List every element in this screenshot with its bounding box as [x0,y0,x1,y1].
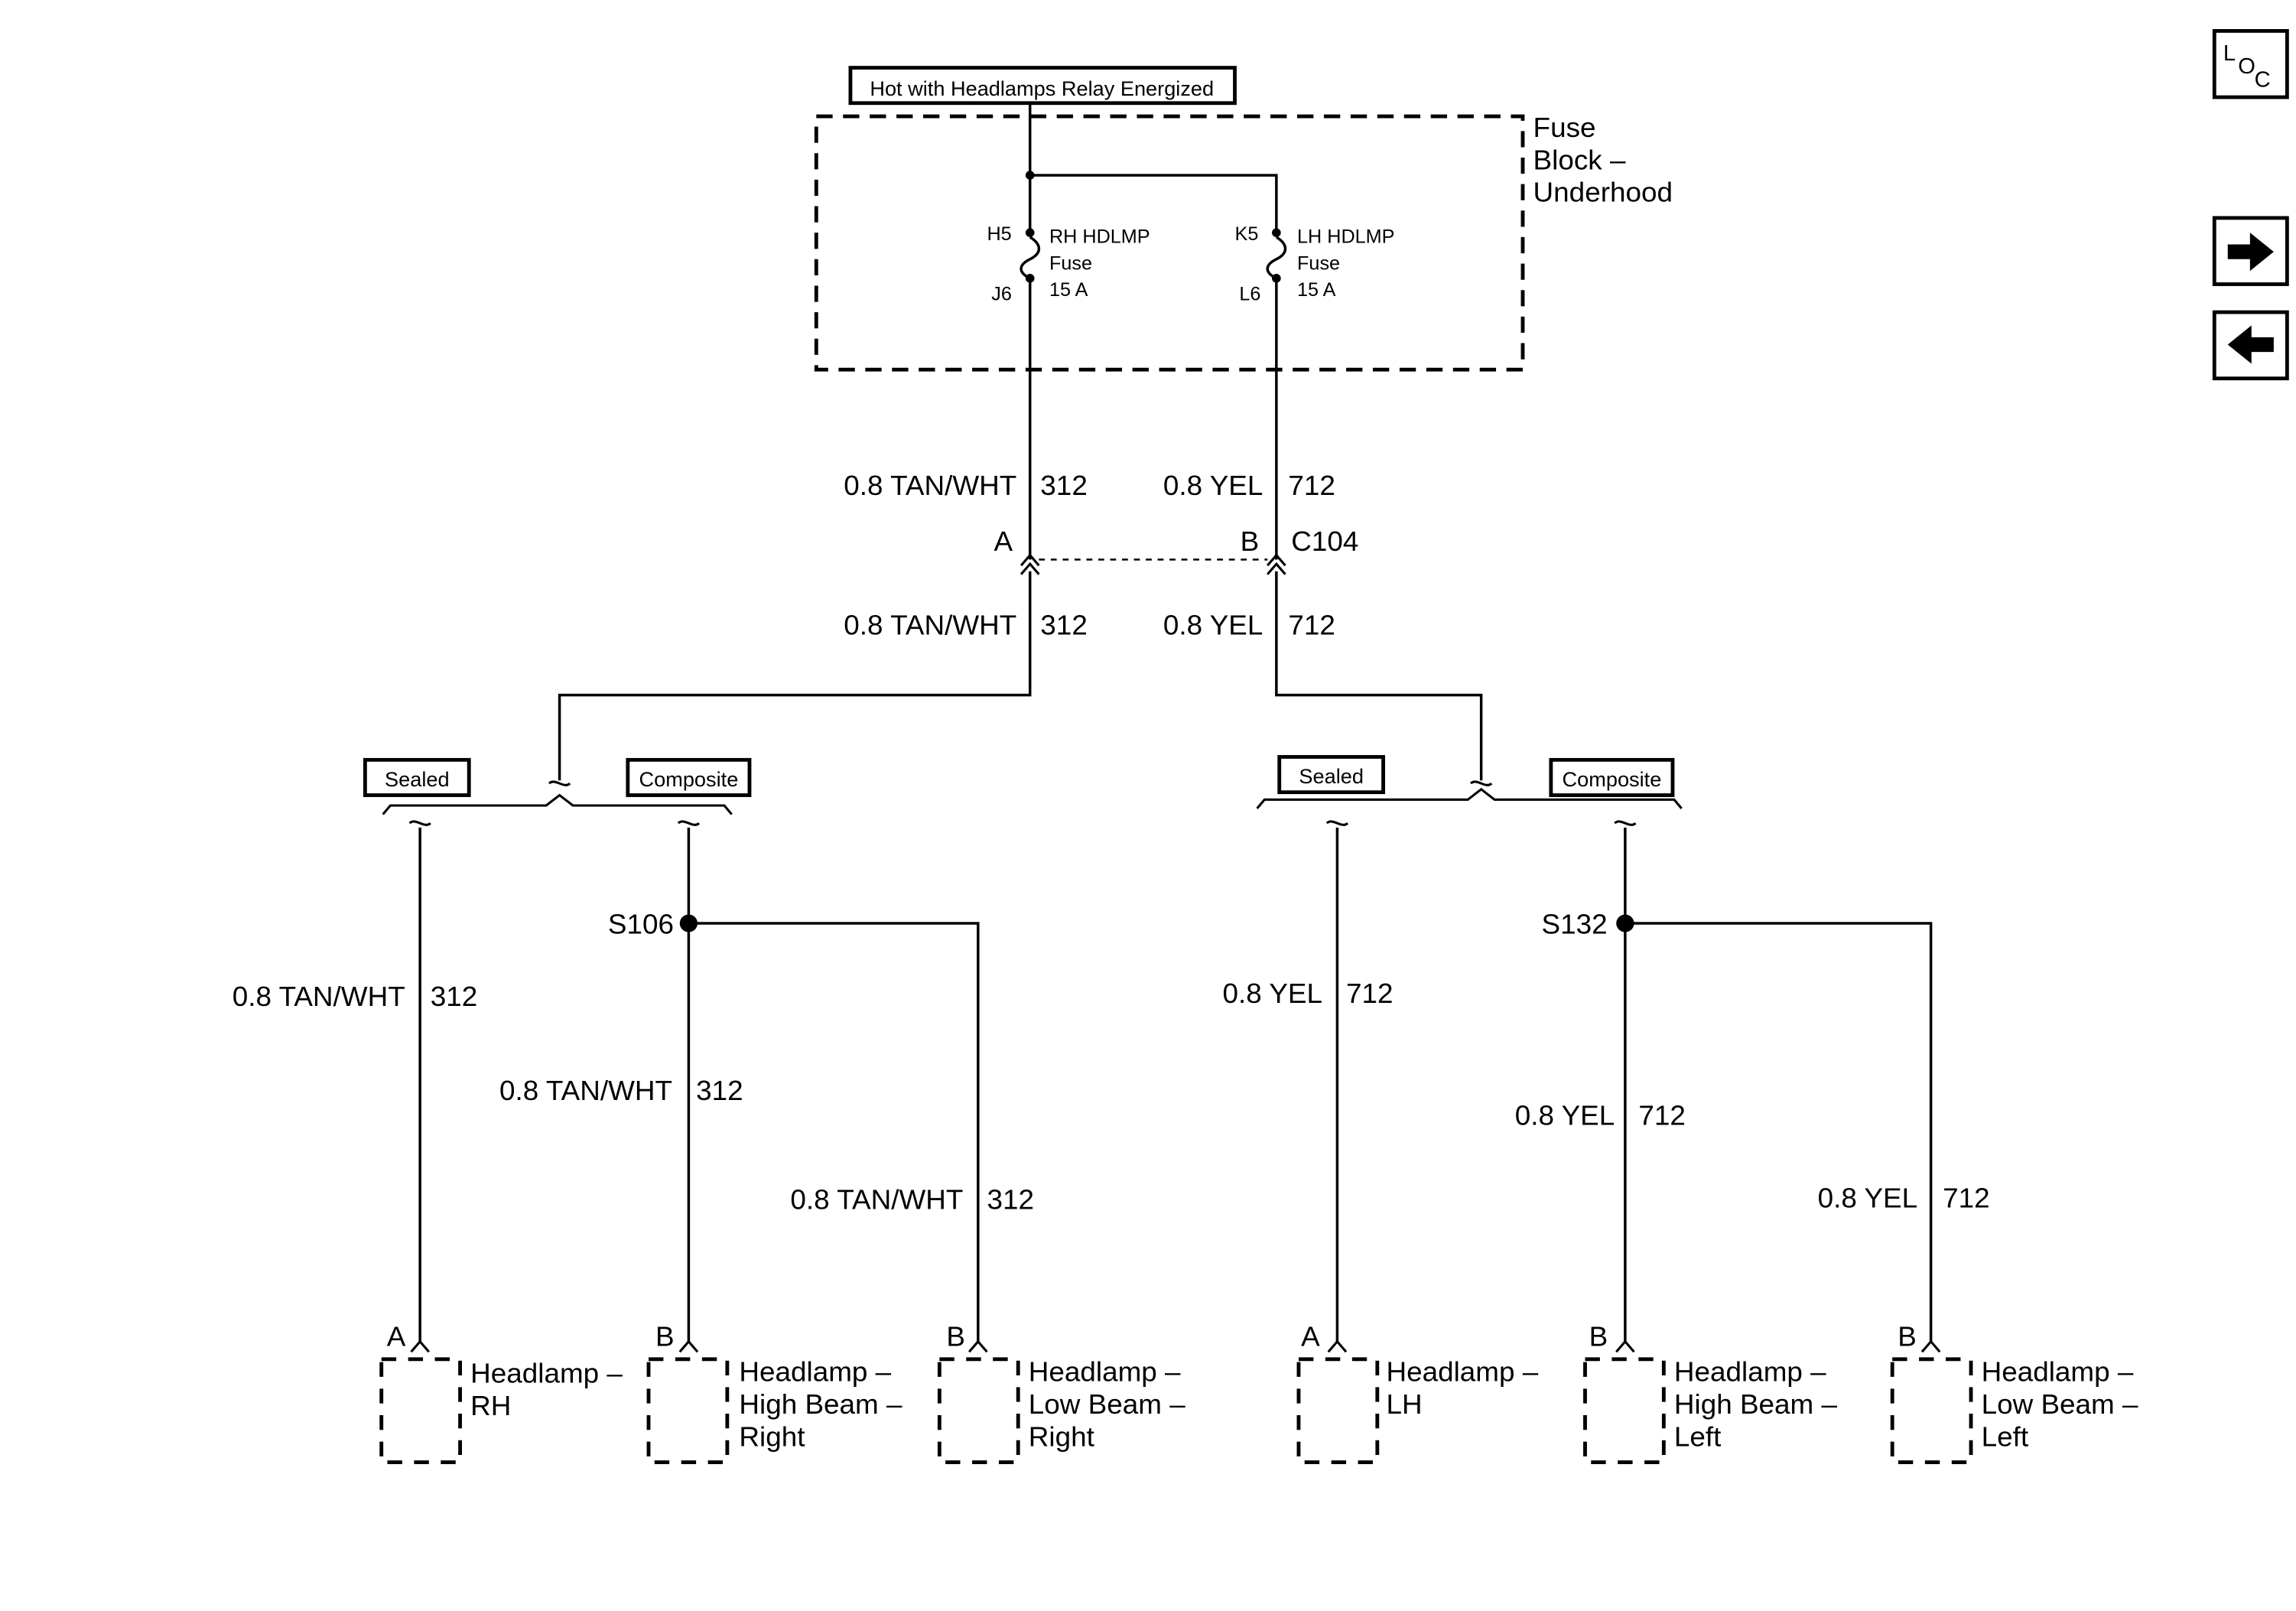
headlamp-lbr-line2: Low Beam – [1029,1388,1186,1420]
option-sealed-lh: Sealed [1299,765,1364,788]
headlamp-lbl-line2: Low Beam – [1982,1388,2139,1420]
fuse-rating-lh: 15 A [1297,279,1336,301]
branch4-color: 0.8 YEL [1222,978,1322,1009]
headlamp-hbr-pin: B [655,1321,675,1352]
fuse-block-outline [814,114,1525,372]
branch3-circuit: 312 [987,1184,1034,1216]
headlamp-hbr-line2: High Beam – [739,1388,902,1420]
wire-labels-lower: 0.8 TAN/WHT 312 0.8 YEL 712 [844,610,1335,641]
headlamp-hbl-line2: High Beam – [1674,1388,1838,1420]
headlamp-rh: A Headlamp – RH [379,1321,623,1464]
headlamp-lh-line1: Headlamp – [1386,1356,1538,1388]
splice-s132-label: S132 [1541,909,1607,940]
fuse-name-lh: LH HDLMP [1297,226,1394,248]
headlamp-lbr-line1: Headlamp – [1029,1356,1181,1388]
splice-s132: S132 [1541,909,1634,940]
fuse-name-rh: RH HDLMP [1049,226,1150,248]
branch1-color: 0.8 TAN/WHT [233,981,405,1012]
fuse-pin-k5: K5 [1235,223,1259,245]
c104-pin-a: A [994,526,1013,557]
fuse-type-lh: Fuse [1297,252,1340,274]
fuse-feed-wires [1025,103,1278,233]
wire-312-upper-circuit: 312 [1040,470,1088,501]
fuse-rating-rh: 15 A [1049,279,1088,301]
option-bracket-lh: Sealed Composite [1256,755,1683,826]
wires-below-c104 [558,571,1483,781]
hot-label: Hot with Headlamps Relay Energized [848,66,1237,106]
wire-712-lower-circuit: 712 [1288,610,1335,641]
headlamp-low-beam-left: B Headlamp – Low Beam – Left [1890,1321,2139,1464]
fuse-pin-h5: H5 [987,223,1011,245]
loc-letter-l: L [2223,41,2236,66]
headlamp-high-beam-left: B Headlamp – High Beam – Left [1583,1321,1838,1464]
fuse-block-label: Fuse Block – Underhood [1533,112,1673,208]
branch1-circuit: 312 [431,981,478,1012]
headlamp-lh-pin: A [1301,1321,1320,1352]
arrow-right-icon [2227,233,2274,272]
splice-s106: S106 [608,909,698,940]
splice-s106-label: S106 [608,909,674,940]
option-composite-rh: Composite [639,768,739,791]
fuse-pin-l6: L6 [1239,284,1260,305]
branch4-circuit: 712 [1346,978,1394,1009]
headlamp-lh: A Headlamp – LH [1296,1321,1539,1464]
loc-button[interactable]: L O C [2212,29,2289,99]
branch6-color: 0.8 YEL [1818,1183,1918,1214]
connector-c104: A B C104 [994,526,1358,575]
branch6-circuit: 712 [1943,1183,1990,1214]
next-page-button[interactable] [2212,216,2289,286]
headlamp-lbr-line3: Right [1029,1421,1094,1453]
c104-pin-b: B [1241,526,1260,557]
wire-312-lower-circuit: 312 [1040,610,1088,641]
headlamp-rh-line2: RH [470,1390,511,1421]
headlamp-hbl-pin: B [1589,1321,1608,1352]
headlamp-lh-line2: LH [1386,1388,1422,1420]
fuse-pin-j6: J6 [991,284,1012,305]
c104-name: C104 [1291,526,1358,557]
option-bracket-rh: Sealed Composite [363,757,752,826]
headlamp-feed-wires [418,827,1933,1343]
wire-712-upper-color: 0.8 YEL [1163,470,1263,501]
branch2-color: 0.8 TAN/WHT [499,1075,672,1106]
headlamp-hbl-line1: Headlamp – [1674,1356,1826,1388]
fuse-block-line1: Fuse [1533,112,1596,143]
wire-712-lower-color: 0.8 YEL [1163,610,1263,641]
lh-hdlmp-fuse: K5 L6 LH HDLMP Fuse 15 A [1235,223,1395,560]
wire-312-lower-color: 0.8 TAN/WHT [844,610,1016,641]
headlamp-rh-pin: A [387,1321,406,1352]
branch5-color: 0.8 YEL [1515,1100,1615,1131]
branch5-circuit: 712 [1638,1100,1686,1131]
wire-712-upper-circuit: 712 [1288,470,1335,501]
fuse-block-line3: Underhood [1533,177,1673,208]
headlamp-hbl-line3: Left [1674,1421,1721,1453]
headlamp-lbl-line3: Left [1982,1421,2028,1453]
rh-hdlmp-fuse: H5 J6 RH HDLMP Fuse 15 A [987,223,1150,560]
wire-labels-upper: 0.8 TAN/WHT 312 0.8 YEL 712 [844,470,1335,501]
loc-letter-c: C [2255,68,2271,93]
previous-page-button[interactable] [2212,310,2289,381]
headlamp-lbl-line1: Headlamp – [1982,1356,2134,1388]
option-composite-lh: Composite [1563,768,1662,791]
arrow-left-icon [2227,325,2274,364]
option-sealed-rh: Sealed [385,768,450,791]
headlamp-high-beam-right: B Headlamp – High Beam – Right [646,1321,902,1464]
headlamp-hbr-line3: Right [739,1421,805,1453]
loc-letter-o: O [2238,54,2255,79]
wire-312-upper-color: 0.8 TAN/WHT [844,470,1016,501]
headlamp-hbr-line1: Headlamp – [739,1356,891,1388]
branch2-circuit: 312 [696,1075,743,1106]
headlamp-low-beam-right: B Headlamp – Low Beam – Right [937,1321,1186,1464]
fuse-type-rh: Fuse [1049,252,1092,274]
branch-wire-labels: 0.8 TAN/WHT 312 0.8 TAN/WHT 312 0.8 TAN/… [233,978,1990,1215]
branch3-color: 0.8 TAN/WHT [790,1184,963,1216]
headlamp-lbr-pin: B [946,1321,965,1352]
headlamp-rh-line1: Headlamp – [470,1358,623,1389]
hot-label-text: Hot with Headlamps Relay Energized [870,77,1214,100]
fuse-block-line2: Block – [1533,145,1626,176]
headlamp-lbl-pin: B [1898,1321,1917,1352]
